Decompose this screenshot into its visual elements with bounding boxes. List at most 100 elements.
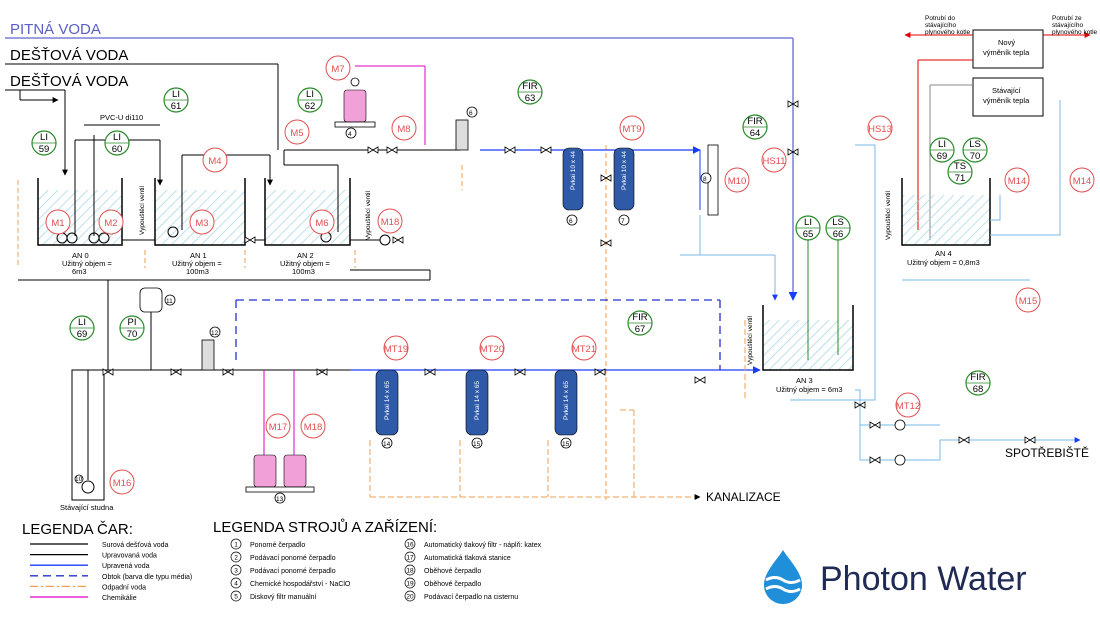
valve xyxy=(540,146,552,154)
svg-text:100m3: 100m3 xyxy=(186,267,209,276)
treated-line-top xyxy=(390,146,778,301)
pressure-tank-11: 11 xyxy=(139,287,176,370)
svg-text:60: 60 xyxy=(112,144,123,155)
valve xyxy=(1024,436,1036,444)
svg-text:TS: TS xyxy=(954,161,966,172)
svg-text:4: 4 xyxy=(234,581,238,588)
svg-text:M14: M14 xyxy=(1073,176,1091,187)
motor-tag-m18b: M18 xyxy=(300,413,326,439)
bypass-label-2: Vypouštěcí ventil xyxy=(365,191,372,240)
photon-water-logo: Photon Water xyxy=(764,550,1027,604)
valve xyxy=(787,148,799,156)
svg-text:5: 5 xyxy=(234,594,238,601)
svg-text:AN 3: AN 3 xyxy=(796,376,813,385)
motor-tag-m1: M1 xyxy=(45,209,71,235)
motor-tag-m5: M5 xyxy=(284,119,310,145)
svg-text:Upravovaná voda: Upravovaná voda xyxy=(102,553,157,560)
svg-text:LI: LI xyxy=(40,132,48,143)
motor-tag-hs13: HS13 xyxy=(867,115,893,141)
motor-tag-m18a: M18 xyxy=(377,208,403,234)
well-label: Stávající studna xyxy=(60,503,114,512)
svg-text:plynového kotle: plynového kotle xyxy=(1052,29,1098,36)
svg-text:Odpadní voda: Odpadní voda xyxy=(102,584,146,591)
svg-text:MT12: MT12 xyxy=(896,401,920,412)
svg-text:LI: LI xyxy=(938,139,946,150)
svg-text:HS13: HS13 xyxy=(868,124,892,135)
svg-text:100m3: 100m3 xyxy=(292,267,315,276)
motor-tag-hs11: HS11 xyxy=(761,147,787,173)
svg-text:64: 64 xyxy=(750,128,761,139)
motor-tag-mt20: MT20 xyxy=(479,335,505,361)
motor-tag-m17: M17 xyxy=(265,413,291,439)
svg-text:14: 14 xyxy=(383,441,391,448)
svg-text:HS11: HS11 xyxy=(762,156,785,167)
consumer-label: SPOTŘEBIŠTĚ xyxy=(1005,445,1089,460)
valve xyxy=(170,368,182,376)
svg-text:2: 2 xyxy=(234,555,238,562)
legend-device-item: 3 Podávací ponorné čerpadlo xyxy=(230,564,336,576)
svg-text:LI: LI xyxy=(804,217,812,228)
consumer-branch: SPOTŘEBIŠTĚ xyxy=(855,389,1089,466)
potable-water-line: PITNÁ VODA xyxy=(5,21,798,301)
svg-text:63: 63 xyxy=(525,93,536,104)
svg-text:M1: M1 xyxy=(51,218,64,229)
treated-line-bottom xyxy=(88,299,761,374)
motor-tag-m3: M3 xyxy=(189,209,215,235)
svg-text:4: 4 xyxy=(348,131,352,138)
rain-water-line-2: DEŠŤOVÁ VODA xyxy=(5,73,128,176)
svg-text:M18: M18 xyxy=(304,422,322,433)
bypass-label-3: Vypouštěcí ventil xyxy=(747,316,754,365)
svg-text:LS: LS xyxy=(969,139,981,150)
svg-text:Užitný objem =: Užitný objem = xyxy=(172,259,222,268)
svg-text:Užitný objem = 0,8m3: Užitný objem = 0,8m3 xyxy=(907,258,980,267)
svg-text:70: 70 xyxy=(127,329,138,340)
svg-text:M18: M18 xyxy=(381,217,399,228)
svg-text:LI: LI xyxy=(113,132,121,143)
filter-vessel-7: Pvkai 10 x 44 7 xyxy=(613,147,635,226)
valve xyxy=(244,236,256,244)
svg-text:3: 3 xyxy=(234,568,238,575)
svg-text:68: 68 xyxy=(973,384,984,395)
svg-text:Diskový filtr manuální: Diskový filtr manuální xyxy=(250,594,317,601)
svg-text:69: 69 xyxy=(77,329,88,340)
svg-text:FIR: FIR xyxy=(970,372,985,383)
svg-text:70: 70 xyxy=(970,151,981,162)
svg-text:MT9: MT9 xyxy=(623,124,642,135)
svg-text:61: 61 xyxy=(171,101,182,112)
motor-tag-mt21: MT21 xyxy=(571,335,597,361)
motor-tag-m6: M6 xyxy=(309,209,335,235)
motor-tag-m10: M10 xyxy=(724,167,750,193)
legend-line-item: Upravovaná voda xyxy=(30,553,157,560)
svg-text:8: 8 xyxy=(703,176,707,183)
svg-text:20: 20 xyxy=(406,594,414,601)
svg-text:Podávací ponorné čerpadlo: Podávací ponorné čerpadlo xyxy=(250,568,336,575)
valve xyxy=(367,146,379,154)
rain-water-label-2: DEŠŤOVÁ VODA xyxy=(10,73,128,90)
svg-text:Nový: Nový xyxy=(998,38,1015,47)
svg-text:Užitný objem =: Užitný objem = xyxy=(62,259,112,268)
svg-text:stávajícího: stávajícího xyxy=(1052,22,1083,29)
tank-an2: AN 2 Užitný objem = 100m3 xyxy=(264,178,351,276)
svg-text:15: 15 xyxy=(562,441,570,448)
valve-layer xyxy=(102,100,1036,464)
filter-vessel-6: Pvkai 10 x 44 6 xyxy=(562,147,584,226)
drain-label: KANALIZACE xyxy=(706,490,781,504)
svg-text:Užitný objem =: Užitný objem = xyxy=(280,259,330,268)
valve xyxy=(958,436,970,444)
chemical-station-4: 4 xyxy=(334,65,426,145)
svg-text:PI: PI xyxy=(128,317,137,328)
valve xyxy=(854,401,866,409)
